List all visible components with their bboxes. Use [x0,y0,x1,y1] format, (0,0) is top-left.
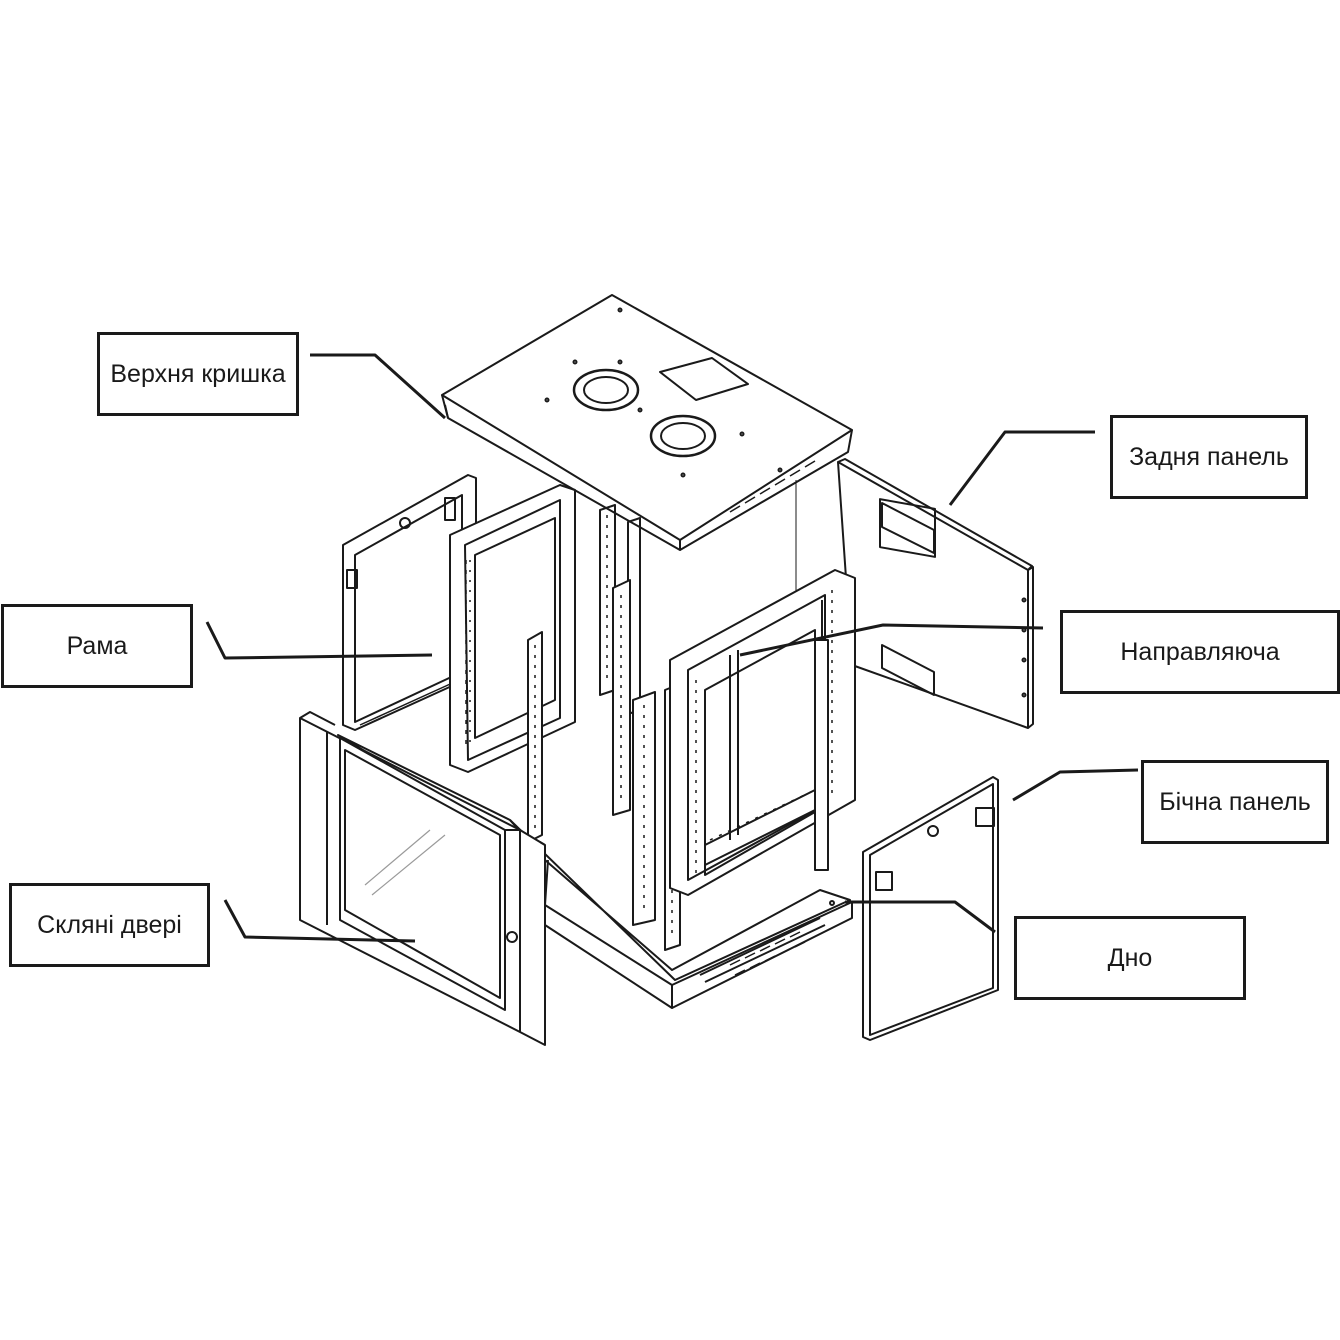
label-back-panel: Задня панель [1110,415,1308,499]
side-panel-part [862,776,999,1041]
center-rails-part [527,504,681,951]
label-bottom: Дно [1014,916,1246,1000]
bottom-part [337,734,853,1009]
glass-door-part [299,711,546,1046]
right-rack-frame-part [669,569,856,896]
rack-frame-part [449,484,576,773]
label-rail: Направляюча [1060,610,1340,694]
label-frame: Рама [1,604,193,688]
label-side-panel: Бічна панель [1141,760,1329,844]
label-glass-door: Скляні двері [9,883,210,967]
top-cover-part [441,294,853,551]
leader-lines [205,353,1139,943]
label-top-cover: Верхня кришка [97,332,299,416]
